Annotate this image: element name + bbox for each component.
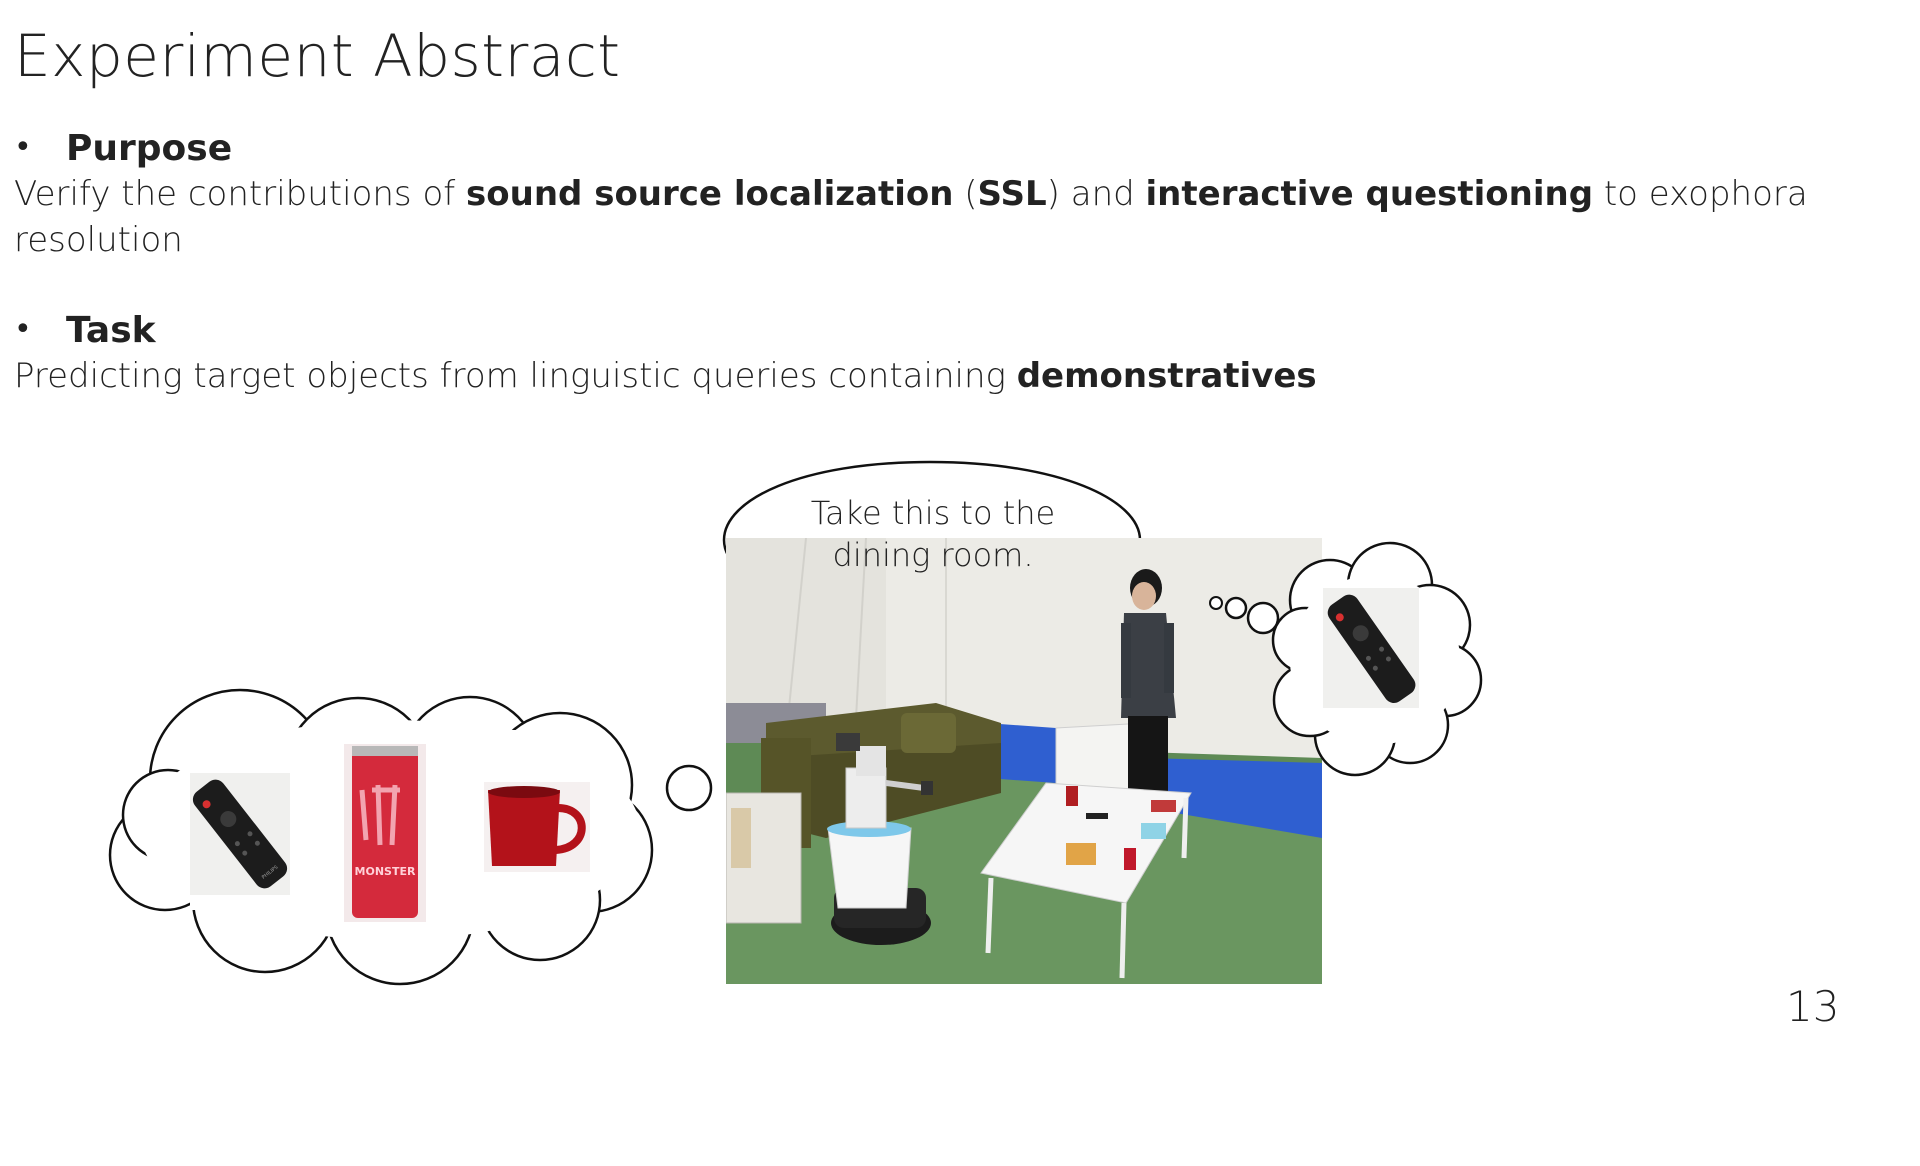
- coffee-table: [980, 782, 1192, 979]
- bullet-icon: •: [14, 312, 32, 347]
- page-title: Experiment Abstract: [14, 22, 621, 90]
- experiment-scene-photo: [726, 538, 1322, 984]
- purpose-text-part: ) and: [1046, 174, 1146, 214]
- purpose-bold-ssl-term: sound source localization: [466, 174, 954, 214]
- purpose-bold-questioning: interactive questioning: [1145, 174, 1594, 214]
- bullet-icon: •: [14, 130, 32, 165]
- purpose-text: Verify the contributions of sound source…: [14, 171, 1874, 263]
- speech-bubble-text: Take this to the dining room.: [760, 492, 1106, 576]
- partition-right: [1146, 758, 1322, 838]
- speech-line-2: dining room.: [832, 536, 1034, 574]
- scene-drawing: [726, 538, 1322, 984]
- remote-control-image: PHILIPS: [190, 773, 290, 895]
- person-thought-dot-small: [1209, 596, 1223, 610]
- purpose-heading: • Purpose: [14, 128, 232, 169]
- purpose-text-part: Verify the contributions of: [14, 174, 467, 214]
- purpose-text-part: (: [953, 174, 978, 214]
- thought-dot-large: [665, 764, 713, 812]
- page-number: 13: [1786, 982, 1840, 1031]
- energy-drink-can-image: MONSTER: [344, 744, 426, 922]
- purpose-bold-ssl-abbrev: SSL: [977, 174, 1047, 214]
- can-brand-text: MONSTER: [355, 865, 416, 878]
- remote-control-image-person: [1323, 588, 1419, 708]
- task-heading-label: Task: [66, 310, 156, 351]
- task-text-part: Predicting target objects from linguisti…: [14, 356, 1017, 396]
- purpose-text-part: to exophora resolution: [14, 174, 1808, 260]
- task-bold-demonstratives: demonstratives: [1016, 356, 1317, 396]
- speech-line-1: Take this to the: [810, 494, 1056, 532]
- partition-left: [986, 723, 1056, 783]
- person-thought-dot-medium: [1224, 596, 1248, 620]
- person-thought-dot-large: [1246, 601, 1280, 635]
- task-heading: • Task: [14, 310, 156, 351]
- mug-image: [484, 782, 590, 872]
- task-text: Predicting target objects from linguisti…: [14, 353, 1874, 399]
- robot: [827, 733, 933, 945]
- purpose-heading-label: Purpose: [66, 128, 233, 169]
